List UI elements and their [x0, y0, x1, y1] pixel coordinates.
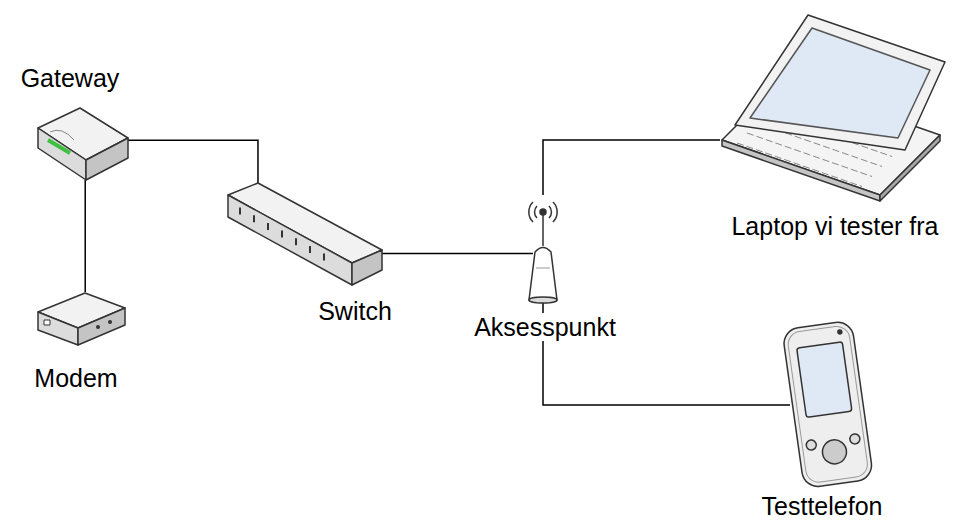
phone-icon — [782, 320, 874, 488]
device-label: Switch — [316, 297, 394, 325]
icon-part — [96, 325, 100, 329]
icon-part — [529, 248, 557, 301]
device-node: Gateway — [35, 105, 128, 180]
icon-part — [38, 312, 78, 345]
icon-part — [787, 325, 870, 484]
device-node: Modem — [35, 292, 125, 345]
network-cable — [84, 180, 86, 292]
device-label: Modem — [32, 364, 119, 392]
modem-icon — [38, 293, 125, 345]
icon-part — [48, 140, 70, 153]
device-label: Aksesspunkt — [472, 313, 618, 341]
icon-part — [849, 433, 860, 444]
icon-part — [806, 439, 817, 450]
icon-part — [86, 138, 128, 180]
icon-part — [78, 308, 125, 345]
switch-icon — [228, 183, 382, 285]
icon-part — [838, 330, 843, 335]
icon-part — [735, 15, 945, 150]
icon-part — [38, 128, 86, 180]
device-label: Laptop vi tester fra — [729, 212, 940, 240]
icon-part — [529, 297, 557, 303]
icon-part — [722, 140, 880, 201]
icon-part — [240, 208, 324, 261]
device-node: Testtelefon — [790, 318, 875, 490]
icon-part — [352, 250, 382, 285]
icon-part — [542, 214, 544, 246]
icon-part — [529, 202, 533, 222]
device-label: Testtelefon — [760, 492, 885, 520]
gateway-icon — [38, 108, 128, 180]
icon-part — [540, 209, 546, 215]
icon-part — [549, 206, 551, 218]
icon-part — [750, 28, 930, 138]
network-cable — [543, 140, 720, 195]
device-node: Switch — [225, 183, 382, 285]
icon-part — [821, 438, 848, 465]
icon-part — [553, 202, 557, 222]
network-cable — [128, 140, 258, 183]
icon-part — [535, 206, 537, 218]
icon-part — [782, 320, 874, 488]
device-label: Gateway — [19, 64, 122, 92]
device-node: Laptop vi tester fra — [720, 15, 945, 201]
icon-part — [536, 268, 550, 269]
icon-part — [44, 320, 50, 325]
icon-part — [50, 130, 74, 140]
laptop-icon — [722, 15, 945, 201]
access-point-icon — [529, 202, 557, 303]
device-node: Aksesspunkt — [533, 195, 553, 302]
icon-part — [108, 320, 112, 324]
icon-part — [228, 195, 352, 285]
network-cable — [382, 253, 533, 255]
icon-part — [797, 342, 852, 418]
